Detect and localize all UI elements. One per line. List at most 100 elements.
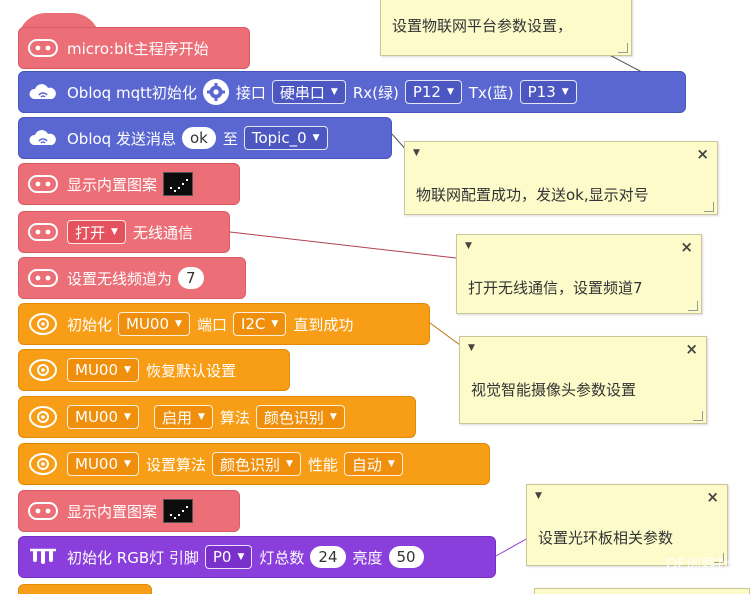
device-dropdown[interactable]: MU00 ▼ [67, 452, 139, 476]
show-image-block[interactable]: 显示内置图案 [18, 163, 240, 205]
block-label: Obloq mqtt初始化 [67, 83, 197, 102]
collapse-icon[interactable]: ▼ [535, 491, 542, 501]
comment-note[interactable]: ▼ × 设置光环板相关参数 [526, 484, 728, 566]
led-matrix-picker[interactable] [163, 499, 194, 523]
close-icon[interactable]: × [696, 145, 709, 163]
dropdown-value: P0 [212, 548, 232, 566]
chevron-down-icon: ▼ [124, 412, 131, 422]
microbit-icon [27, 173, 59, 195]
port-dropdown[interactable]: 硬串口▼ [271, 80, 346, 104]
block-label: 恢复默认设置 [145, 361, 236, 380]
microbit-icon [27, 37, 59, 59]
to-label: 至 [222, 129, 238, 148]
block-label: 设置无线频道为 [67, 269, 173, 288]
mu-init-block[interactable]: 初始化 MU00▼ 端口 I2C▼ 直到成功 [18, 303, 430, 345]
show-image-block[interactable]: 显示内置图案 [18, 490, 240, 532]
comment-note[interactable]: ▼ × 视觉智能摄像头参数设置 [459, 336, 707, 424]
dropdown-value: 打开 [75, 223, 106, 242]
block-label: 设置算法 [145, 455, 206, 474]
topic-dropdown[interactable]: Topic_0 ▼ [243, 126, 328, 150]
chevron-down-icon: ▼ [312, 133, 320, 143]
resize-handle[interactable] [704, 202, 714, 212]
resize-handle[interactable] [688, 301, 698, 311]
port-dropdown[interactable]: I2C▼ [232, 312, 287, 336]
chevron-down-icon: ▼ [124, 459, 131, 469]
block-label: 显示内置图案 [67, 502, 158, 521]
comment-text: 物联网配置成功，发送ok,显示对号 [416, 186, 649, 204]
chevron-down-icon: ▼ [329, 412, 337, 422]
block-label: 无线通信 [132, 223, 193, 242]
device-dropdown[interactable]: MU00▼ [67, 405, 139, 429]
close-icon[interactable]: × [685, 340, 698, 358]
radio-action-dropdown[interactable]: 打开▼ [67, 220, 126, 244]
comment-note[interactable]: ▼ × 打开无线通信，设置频道7 [456, 234, 702, 314]
next-block-partial[interactable] [18, 584, 152, 594]
rx-dropdown[interactable]: P12▼ [404, 80, 462, 104]
led-matrix-picker[interactable] [163, 172, 194, 196]
resize-handle[interactable] [693, 411, 703, 421]
block-label: 算法 [219, 408, 250, 427]
chevron-down-icon: ▼ [237, 552, 245, 562]
dropdown-value: MU00 [126, 315, 170, 333]
rgb-init-block[interactable]: 初始化 RGB灯 引脚 P0▼ 灯总数 24 亮度 50 [18, 536, 496, 578]
chevron-down-icon: ▼ [124, 365, 131, 375]
channel-input[interactable]: 7 [178, 267, 204, 289]
microbit-icon [27, 267, 59, 289]
port-label: 接口 [235, 83, 266, 102]
comment-text: 设置光环板相关参数 [538, 529, 674, 547]
algorithm-dropdown[interactable]: 颜色识别 ▼ [255, 405, 345, 429]
microbit-icon [27, 500, 59, 522]
state-dropdown[interactable]: 启用▼ [153, 405, 213, 429]
pin-dropdown[interactable]: P0 ▼ [204, 545, 253, 569]
dropdown-value: 颜色识别 [263, 408, 324, 427]
dropdown-value: 自动 [351, 455, 382, 474]
dropdown-value: MU00 [75, 455, 119, 473]
chevron-down-icon: ▼ [330, 87, 338, 97]
radio-channel-block[interactable]: 设置无线频道为 7 [18, 257, 246, 299]
camera-eye-icon [27, 406, 59, 428]
performance-dropdown[interactable]: 自动▼ [343, 452, 403, 476]
comment-text: 设置物联网平台参数设置， [392, 17, 573, 35]
mu-performance-block[interactable]: MU00 ▼ 设置算法 颜色识别 ▼ 性能 自动▼ [18, 443, 490, 485]
comment-note-partial[interactable] [534, 588, 750, 594]
mu-reset-block[interactable]: MU00 ▼ 恢复默认设置 [18, 349, 290, 391]
port-label: 端口 [196, 315, 227, 334]
close-icon[interactable]: × [680, 238, 693, 256]
device-dropdown[interactable]: MU00 ▼ [118, 312, 190, 336]
radio-block[interactable]: 打开▼ 无线通信 [18, 211, 230, 253]
collapse-icon[interactable]: ▼ [468, 343, 475, 353]
led-count-input[interactable]: 24 [310, 546, 346, 568]
chevron-down-icon: ▼ [285, 459, 293, 469]
device-dropdown[interactable]: MU00 ▼ [67, 358, 139, 382]
comment-note[interactable]: 设置物联网平台参数设置， [380, 0, 632, 56]
resize-handle[interactable] [714, 553, 724, 563]
message-input[interactable]: ok [181, 127, 216, 149]
resize-handle[interactable] [618, 43, 628, 53]
suffix-label: 直到成功 [293, 315, 354, 334]
algorithm-dropdown[interactable]: 颜色识别 ▼ [211, 452, 301, 476]
dropdown-value: P12 [412, 83, 441, 101]
close-icon[interactable]: × [706, 488, 719, 506]
dropdown-value: MU00 [75, 361, 119, 379]
microbit-start-block[interactable]: micro:bit主程序开始 [18, 27, 250, 69]
performance-label: 性能 [307, 455, 338, 474]
comment-note[interactable]: ▼ × 物联网配置成功，发送ok,显示对号 [404, 141, 718, 215]
dropdown-value: 启用 [161, 408, 192, 427]
obloq-init-block[interactable]: Obloq mqtt初始化 接口 硬串口▼ Rx(绿) P12▼ Tx(蓝) P… [18, 71, 686, 113]
gear-icon[interactable] [202, 79, 229, 105]
led-strip-icon [27, 546, 59, 568]
brightness-input[interactable]: 50 [388, 546, 424, 568]
brightness-label: 亮度 [352, 548, 383, 567]
collapse-icon[interactable]: ▼ [413, 148, 420, 158]
count-label: 灯总数 [259, 548, 305, 567]
collapse-icon[interactable]: ▼ [465, 241, 472, 251]
dropdown-value: Topic_0 [251, 129, 307, 147]
mu-enable-block[interactable]: MU00▼ 启用▼ 算法 颜色识别▼ [18, 396, 416, 438]
chevron-down-icon: ▼ [175, 319, 182, 329]
obloq-send-block[interactable]: Obloq 发送消息 ok 至 Topic_0▼ [18, 117, 392, 159]
tx-label: Tx(蓝) [468, 83, 514, 102]
dropdown-value: 颜色识别 [219, 455, 280, 474]
microbit-icon [27, 221, 59, 243]
tx-dropdown[interactable]: P13▼ [519, 80, 577, 104]
